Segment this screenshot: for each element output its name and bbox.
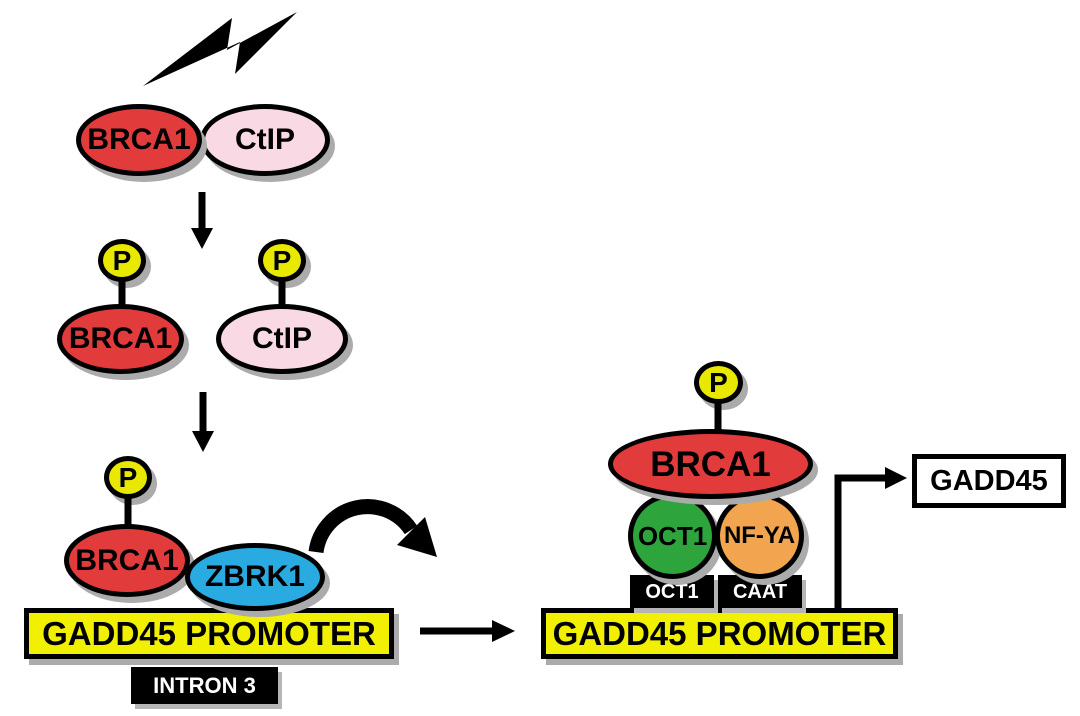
- gadd45-promoter-label: GADD45 PROMOTER: [42, 615, 376, 652]
- phospho-badge-ctip: P: [258, 239, 306, 282]
- phospho-badge-brca1: P: [98, 239, 146, 282]
- transcription-arrow-icon: [834, 467, 907, 609]
- brca1-coactivator-node: BRCA1: [608, 429, 813, 499]
- gadd45-promoter-label: GADD45 PROMOTER: [552, 615, 887, 652]
- right-arrow-icon: [420, 620, 515, 642]
- ctip-label: CtIP: [252, 322, 312, 355]
- gadd45-gene-label: GADD45: [930, 464, 1048, 497]
- down-arrow-icon: [191, 192, 213, 249]
- zbrk1-node: ZBRK1: [185, 543, 325, 611]
- caat-site-label: CAAT: [732, 580, 788, 603]
- brca1-label: BRCA1: [75, 543, 179, 577]
- phospho-label: P: [112, 244, 132, 276]
- ctip-label: CtIP: [235, 123, 295, 156]
- brca1-label: BRCA1: [68, 322, 173, 355]
- intron3-site-box: INTRON 3: [131, 667, 278, 704]
- brca1-label: BRCA1: [650, 444, 771, 484]
- gadd45-promoter-box-right: GADD45 PROMOTER: [541, 608, 898, 659]
- phospho-ctip-node: CtIP: [216, 304, 348, 374]
- zbrk1-label: ZBRK1: [204, 560, 305, 593]
- brca1-ctip-complex-ctip: CtIP: [200, 104, 330, 176]
- oct1-protein-label: OCT1: [637, 521, 708, 551]
- brca1-on-promoter-node: BRCA1: [64, 524, 190, 597]
- phospho-label: P: [272, 244, 292, 276]
- caat-site-box: CAAT: [718, 575, 802, 608]
- phospho-label: P: [118, 461, 138, 493]
- down-arrow-icon: [192, 392, 214, 452]
- oct1-site-label: OCT1: [645, 580, 699, 603]
- gadd45-promoter-box-left: GADD45 PROMOTER: [24, 608, 394, 659]
- intron3-label: INTRON 3: [153, 672, 256, 698]
- phospho-brca1-node: BRCA1: [57, 304, 184, 374]
- phospho-label: P: [709, 366, 728, 398]
- phospho-badge-brca1-left: P: [104, 456, 152, 499]
- brca1-ctip-complex-brca1: BRCA1: [76, 104, 202, 176]
- lightning-bolt-icon: [143, 12, 297, 86]
- displacement-arrow-icon: [308, 499, 437, 557]
- phospho-badge-brca1-right: P: [694, 361, 743, 404]
- oct1-protein-node: OCT1: [628, 493, 717, 579]
- oct1-site-box: OCT1: [630, 575, 714, 608]
- nfya-protein-node: NF-YA: [715, 493, 804, 579]
- brca1-label: BRCA1: [87, 123, 191, 156]
- nfya-label: NF-YA: [723, 522, 796, 549]
- gadd45-gene-box: GADD45: [912, 454, 1066, 508]
